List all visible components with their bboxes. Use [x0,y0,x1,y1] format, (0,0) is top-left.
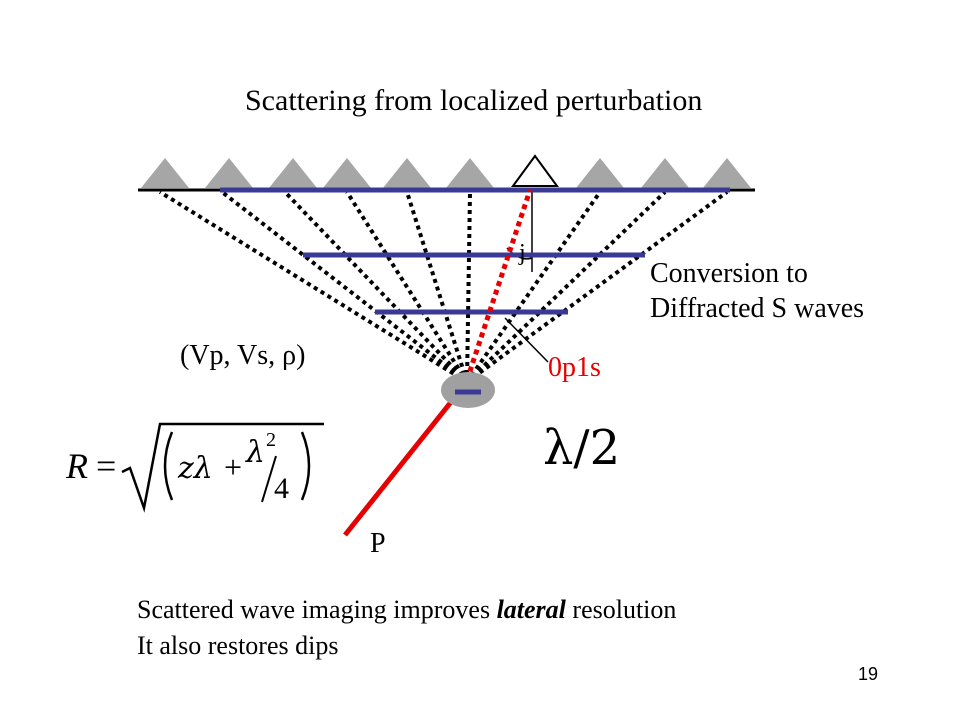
caption-line1-pre: Scattered wave imaging improves [137,595,497,624]
receiver-triangle [323,158,371,188]
dotted-ray [465,190,602,384]
formula-lambda-sq: λ [245,435,265,470]
dotted-ray [283,190,469,384]
caption-line2: It also restores dips [137,631,339,660]
receiver-triangle [446,158,494,188]
formula-lhs: R [65,446,88,486]
dotted-ray [405,191,469,383]
caption: Scattered wave imaging improves lateral … [137,592,676,664]
dotted-ray [465,190,729,384]
wave-label: 0p1s [548,352,601,383]
receiver-triangle [703,158,751,188]
scattered-s-ray [464,189,533,381]
incident-p-ray [343,380,469,537]
dotted-ray [465,190,667,384]
formula-eq: = [96,446,116,486]
caption-line1-post: resolution [565,595,677,624]
wave-pointer-line [504,317,549,363]
formula-denominator: 4 [274,472,289,505]
formula-plus: + [224,449,242,485]
formula-exponent: 2 [266,429,276,451]
fraction-slash [261,455,277,503]
conversion-label-line1: Conversion to [650,258,808,289]
receiver-triangle [641,158,689,188]
diagram-title: Scattering from localized perturbation [245,84,703,117]
half-wavelength-label: λ/2 [543,420,621,476]
page-number: 19 [858,664,879,684]
highlighted-receiver [511,154,559,187]
medium-params: (Vp, Vs, ρ) [180,340,306,371]
receiver-triangle [205,158,253,188]
caption-line1: Scattered wave imaging improves lateral … [137,592,676,628]
receiver-triangle [141,158,189,188]
dotted-ray [465,191,472,383]
j-label: j [519,240,526,266]
formula-z-lambda: zλ [177,451,213,486]
caption-emphasis: lateral [496,595,566,624]
dotted-ray [220,190,469,384]
resolution-formula: R = zλ + λ 2 4 [65,422,324,513]
left-paren [163,431,174,501]
receiver-array [141,158,751,188]
ray-paths [158,190,729,384]
dotted-ray [345,190,469,384]
receiver-triangle [269,158,317,188]
right-paren [300,431,311,501]
conversion-label-line2: Diffracted S waves [650,293,865,324]
conversion-label: Conversion to Diffracted S waves [650,256,864,326]
radical-sign [121,422,324,513]
receiver-triangle [383,158,431,188]
receiver-triangle [576,158,624,188]
p-label: P [370,528,386,559]
